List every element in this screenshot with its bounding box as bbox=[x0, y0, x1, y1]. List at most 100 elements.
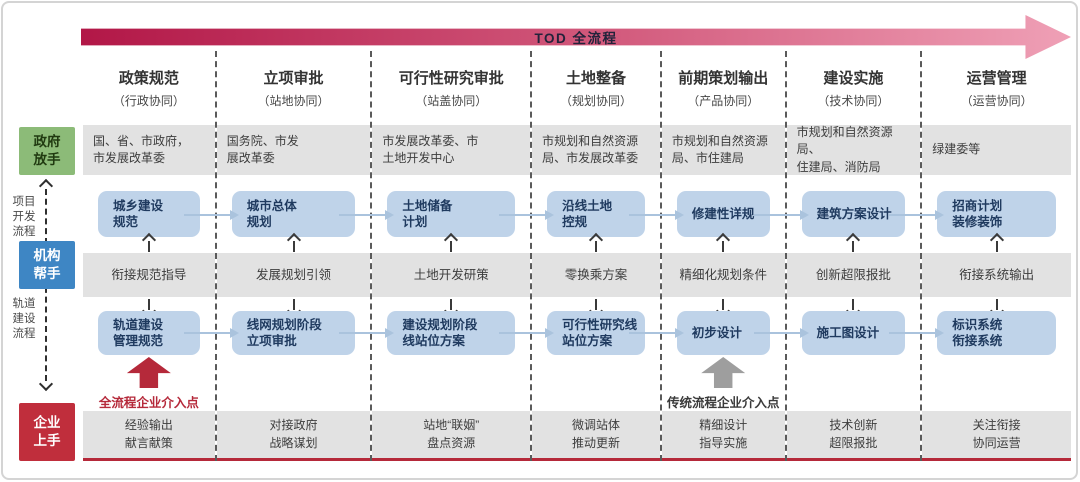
flow-right-arrow-icon bbox=[753, 210, 809, 220]
stage-header: 政策规范 （行政协同） bbox=[83, 51, 215, 113]
entry-point-arrow-icon bbox=[701, 357, 746, 388]
stage-subtitle: （技术协同） bbox=[817, 94, 890, 108]
flow-right-arrow-icon bbox=[183, 210, 239, 220]
government-band-section: 绿建委等 bbox=[922, 113, 1071, 177]
banner-label: TOD 全流程 bbox=[534, 31, 618, 46]
institution-role-cell: 土地开发研策 bbox=[372, 253, 531, 297]
connector-section bbox=[662, 297, 785, 311]
project-development-section: 沿线土地 控规 bbox=[499, 177, 660, 239]
enterprise-action-cell: 站地“联姻” 盘点资源 bbox=[372, 411, 531, 461]
flow-right-arrow-icon bbox=[499, 210, 555, 220]
arrow-up-connector-icon bbox=[995, 240, 998, 252]
connector-section bbox=[532, 239, 660, 253]
entry-marker bbox=[922, 355, 1071, 411]
institution-role-cell: 衔接规范指导 bbox=[83, 253, 215, 297]
institution-role-cell: 创新超限报批 bbox=[786, 253, 921, 297]
stage-subtitle: （站地协同） bbox=[257, 94, 330, 108]
stage-header: 前期策划输出 （产品协同） bbox=[662, 51, 785, 113]
rail-construction-section: 标识系统 衔接系统 bbox=[889, 311, 1071, 355]
project-development-step: 城乡建设 规范 bbox=[98, 191, 200, 237]
enterprise-action-cell: 关注衔接 协同运营 bbox=[922, 411, 1071, 461]
project-development-section: 土地储备 计划 bbox=[339, 177, 530, 239]
connector-section bbox=[922, 239, 1071, 253]
entry-marker bbox=[217, 355, 371, 411]
connector-section bbox=[83, 239, 215, 253]
institution-role-cell: 精细化规划条件 bbox=[661, 253, 785, 297]
enterprise-band-section: 对接政府 战略谋划 bbox=[216, 411, 371, 461]
enterprise-band-section: 微调站体 推动更新 bbox=[532, 411, 660, 461]
stage-subtitle: （行政协同） bbox=[112, 94, 185, 108]
institution-band-section: 发展规划引领 bbox=[216, 253, 371, 297]
institution-role-cell: 零换乘方案 bbox=[532, 253, 660, 297]
entry-marker bbox=[372, 355, 530, 411]
process-column: 前期策划输出 （产品协同） 市规划和自然资源 局、市住建局 修建性详规 精细化规… bbox=[628, 51, 785, 461]
flow-right-arrow-icon bbox=[889, 210, 945, 220]
entry-marker bbox=[532, 355, 660, 411]
stage-header: 可行性研究审批 （站盖协同） bbox=[372, 51, 530, 113]
entry-point-arrow-icon bbox=[126, 357, 171, 388]
stage-subtitle: （运营协同） bbox=[960, 94, 1033, 108]
entry-point-label: 传统流程企业介入点 bbox=[666, 396, 780, 410]
connector-section bbox=[372, 239, 530, 253]
arrow-up-connector-icon bbox=[722, 240, 725, 252]
connector-section bbox=[922, 297, 1071, 311]
government-agency-cell: 市规划和自然资源局、 住建局、消防局 bbox=[786, 125, 921, 175]
enterprise-band-section: 站地“联姻” 盘点资源 bbox=[372, 411, 531, 461]
process-column: 土地整备 （规划协同） 市规划和自然资源 局、市发展改革委 沿线土地 控规 零换… bbox=[499, 51, 660, 461]
rail-construction-section: 线网规划阶段 立项审批 bbox=[183, 311, 371, 355]
entry-point-label: 全流程企业介入点 bbox=[98, 396, 199, 410]
project-flow-label: 项目 开发 流程 bbox=[12, 196, 36, 238]
connector-section bbox=[217, 239, 371, 253]
enterprise-role-box: 企业 上手 bbox=[19, 403, 75, 461]
process-column: 可行性研究审批 （站盖协同） 市发展改革委、市 土地开发中心 土地储备 计划 土… bbox=[339, 51, 531, 461]
institution-role-cell: 衔接系统输出 bbox=[922, 253, 1071, 297]
project-development-step: 沿线土地 控规 bbox=[547, 191, 645, 237]
institution-band-section: 衔接规范指导 bbox=[83, 253, 215, 297]
project-development-section: 城市总体 规划 bbox=[183, 177, 371, 239]
stage-title: 前期策划输出 bbox=[678, 70, 769, 87]
arrow-down-connector-icon bbox=[722, 298, 725, 310]
rail-construction-step: 可行性研究线 站位方案 bbox=[547, 311, 645, 355]
government-band-section: 国务院、市发 展改革委 bbox=[216, 113, 371, 177]
rail-construction-step: 轨道建设 管理规范 bbox=[98, 311, 200, 355]
stage-subtitle: （规划协同） bbox=[559, 94, 632, 108]
institution-band-section: 创新超限报批 bbox=[786, 253, 921, 297]
government-agency-cell: 市规划和自然资源 局、市住建局 bbox=[661, 125, 785, 175]
rail-construction-section: 轨道建设 管理规范 bbox=[83, 311, 215, 355]
stage-title: 运营管理 bbox=[966, 70, 1027, 87]
flow-right-arrow-icon bbox=[628, 210, 684, 220]
project-development-section: 招商计划 装修装饰 bbox=[889, 177, 1071, 239]
institution-band-section: 精细化规划条件 bbox=[661, 253, 785, 297]
arrow-up-connector-icon bbox=[147, 240, 150, 252]
connector-section bbox=[83, 297, 215, 311]
stage-title: 建设实施 bbox=[823, 70, 884, 87]
rail-construction-section: 可行性研究线 站位方案 bbox=[499, 311, 660, 355]
connector-section bbox=[787, 239, 921, 253]
arrow-down-connector-icon bbox=[450, 298, 453, 310]
flow-right-arrow-icon bbox=[339, 210, 395, 220]
arrow-up-connector-icon bbox=[292, 240, 295, 252]
stage-title: 政策规范 bbox=[118, 70, 179, 87]
project-development-section: 修建性详规 bbox=[628, 177, 785, 239]
project-development-section: 城乡建设 规范 bbox=[83, 177, 215, 239]
project-development-step: 城市总体 规划 bbox=[231, 191, 356, 237]
institution-role-box: 机构 帮手 bbox=[19, 241, 75, 289]
entry-marker bbox=[787, 355, 921, 411]
connector-section bbox=[787, 297, 921, 311]
government-agency-cell: 市发展改革委、市 土地开发中心 bbox=[372, 125, 531, 175]
stage-title: 可行性研究审批 bbox=[398, 70, 504, 87]
government-agency-cell: 国务院、市发 展改革委 bbox=[216, 125, 371, 175]
rail-construction-step: 标识系统 衔接系统 bbox=[937, 311, 1056, 355]
arrow-down-connector-icon bbox=[852, 298, 855, 310]
connector-section bbox=[532, 297, 660, 311]
arrow-down-connector-icon bbox=[292, 298, 295, 310]
government-agency-cell: 市规划和自然资源 局、市发展改革委 bbox=[532, 125, 660, 175]
institution-role-cell: 发展规划引领 bbox=[216, 253, 371, 297]
project-development-step: 招商计划 装修装饰 bbox=[937, 191, 1056, 237]
arrow-down-connector-icon bbox=[594, 298, 597, 310]
government-band-section: 国、省、市政府， 市发展改革委 bbox=[83, 113, 215, 177]
arrow-up-connector-icon bbox=[450, 240, 453, 252]
process-columns: 政策规范 （行政协同） 国、省、市政府， 市发展改革委 城乡建设 规范 衔接规范… bbox=[83, 51, 1071, 461]
project-development-step: 建筑方案设计 bbox=[801, 191, 906, 237]
